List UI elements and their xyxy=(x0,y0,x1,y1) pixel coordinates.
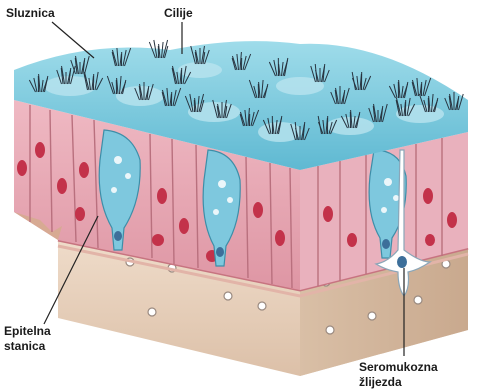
label-epitelna-line2: stanica xyxy=(4,339,51,354)
label-seromukozna-line1: Seromukozna xyxy=(359,360,438,375)
label-cilije: Cilije xyxy=(164,6,193,21)
label-seromukozna-zlijezda: Seromukozna žlijezda xyxy=(359,360,438,390)
label-sluznica: Sluznica xyxy=(6,6,55,21)
label-epitelna-stanica: Epitelna stanica xyxy=(4,324,51,354)
label-epitelna-line1: Epitelna xyxy=(4,324,51,339)
label-seromukozna-line2: žlijezda xyxy=(359,375,438,390)
